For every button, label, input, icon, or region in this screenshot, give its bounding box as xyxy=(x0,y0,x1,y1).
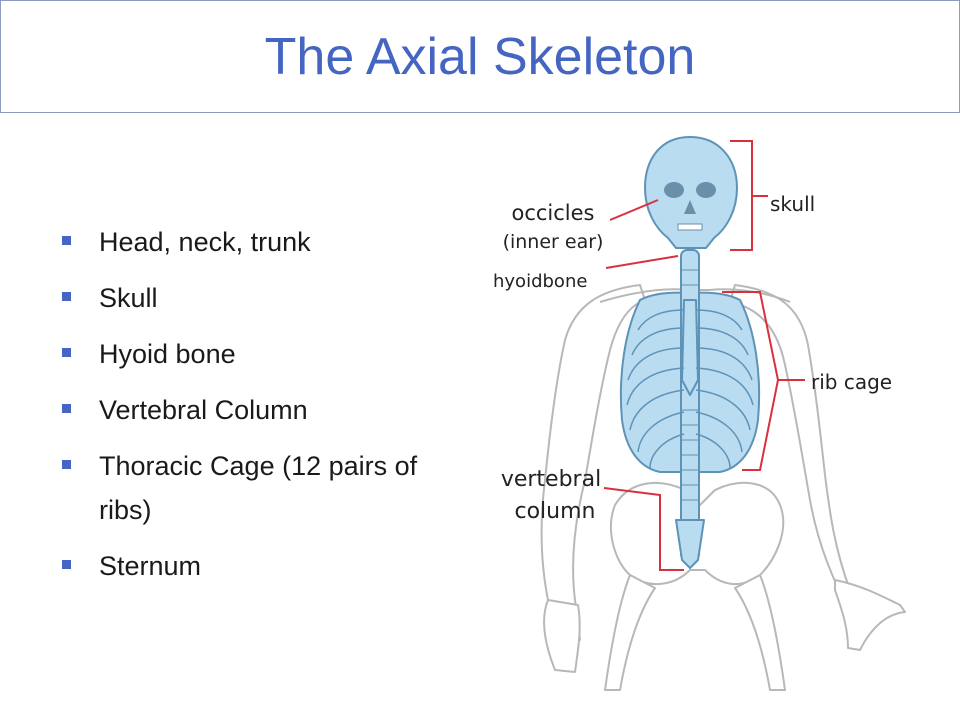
slide-title: The Axial Skeleton xyxy=(264,28,696,86)
square-bullet-icon xyxy=(62,292,71,301)
left-eye-socket xyxy=(664,182,684,198)
bullet-item: Skull xyxy=(62,276,462,320)
square-bullet-icon xyxy=(62,348,71,357)
right-leg-outline xyxy=(734,574,786,691)
left-leg-outline xyxy=(604,574,656,691)
label-skull: skull xyxy=(770,192,815,216)
sacrum xyxy=(675,519,705,569)
ribs xyxy=(626,309,754,469)
nasal-cavity xyxy=(684,200,696,214)
hyoid-pointer xyxy=(605,255,679,269)
square-bullet-icon xyxy=(62,460,71,469)
label-inner-ear: (inner ear) xyxy=(503,231,604,253)
skull xyxy=(644,136,738,249)
square-bullet-icon xyxy=(62,236,71,245)
bullet-item: Thoracic Cage (12 pairs of ribs) xyxy=(62,444,462,532)
bullet-text: Hyoid bone xyxy=(99,339,236,369)
bullet-text: Skull xyxy=(99,283,158,313)
label-hyoid: hyoidbone xyxy=(493,271,587,292)
left-hand-outline xyxy=(543,599,581,673)
bullet-text: Sternum xyxy=(99,551,202,581)
bullet-text: Vertebral Column xyxy=(99,395,308,425)
bullet-item: Vertebral Column xyxy=(62,388,462,432)
label-occicles: occicles xyxy=(511,201,594,225)
rib-cage-bracket xyxy=(722,291,805,471)
bullet-text: Thoracic Cage (12 pairs of ribs) xyxy=(99,451,418,525)
title-bar xyxy=(0,0,960,113)
occicles-pointer xyxy=(609,199,659,221)
bullet-item: Hyoid bone xyxy=(62,332,462,376)
bullet-item: Sternum xyxy=(62,544,462,588)
vertebra-marks xyxy=(681,269,699,501)
skull-bracket xyxy=(730,140,768,251)
skeleton-figure: skull occicles (inner ear) hyoidbone rib… xyxy=(493,136,906,691)
right-hand-outline xyxy=(834,579,906,651)
skull-details xyxy=(664,182,716,231)
label-vertebral: vertebral xyxy=(501,467,601,492)
sternum xyxy=(681,299,699,396)
square-bullet-icon xyxy=(62,404,71,413)
vertebral-bracket xyxy=(603,487,684,571)
bullet-text: Head, neck, trunk xyxy=(99,227,311,257)
teeth xyxy=(677,223,703,231)
right-eye-socket xyxy=(696,182,716,198)
pointer-lines xyxy=(603,140,805,571)
label-column: column xyxy=(515,499,596,524)
axial-skeleton xyxy=(619,136,761,569)
square-bullet-icon xyxy=(62,560,71,569)
vertebral-column xyxy=(680,249,700,561)
bullet-item: Head, neck, trunk xyxy=(62,220,462,264)
bullet-list: Head, neck, trunk Skull Hyoid bone Verte… xyxy=(62,220,462,600)
label-rib-cage: rib cage xyxy=(811,370,892,394)
appendicular-skeleton xyxy=(540,284,906,691)
